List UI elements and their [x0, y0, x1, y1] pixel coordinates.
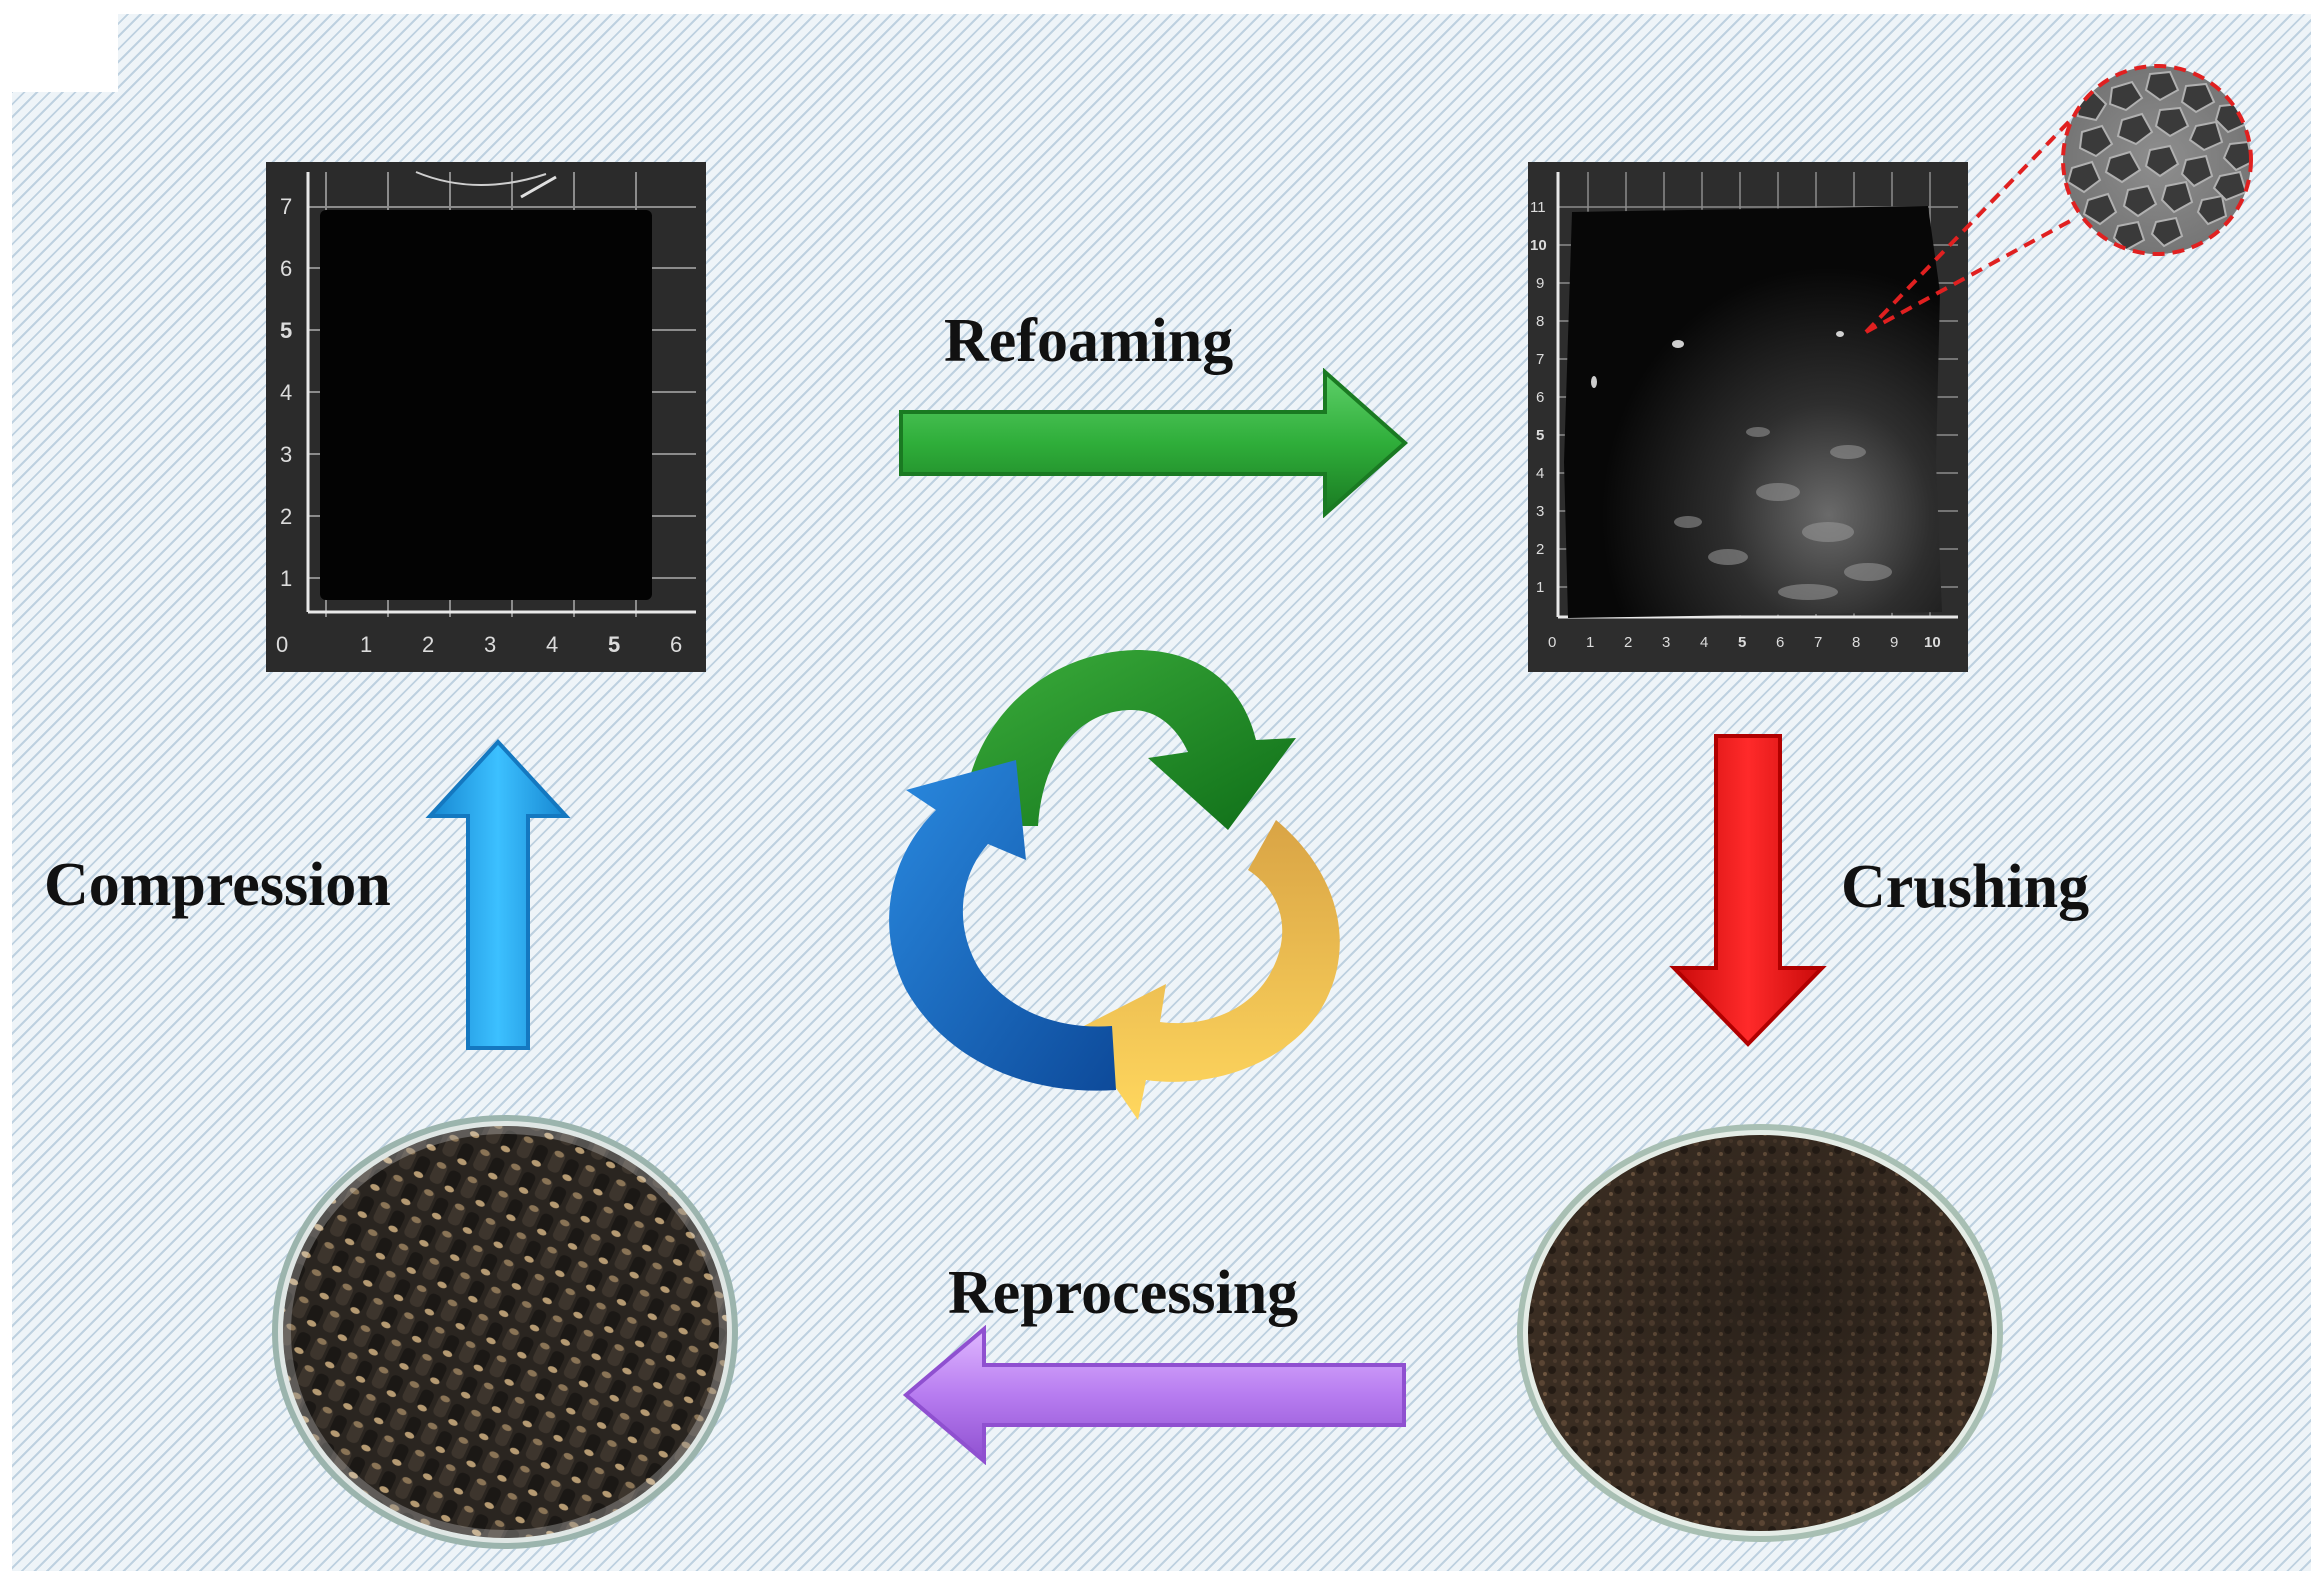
- refoamed-sheet-photo: 0 1 2 3 4 5 6 7 8 9 10 1 2 3 4 5 6 7 8 9…: [1528, 162, 1968, 672]
- ruler-left-y-tick: 1: [280, 566, 292, 591]
- ruler-right-x-tick: 3: [1662, 634, 1670, 651]
- ruler-right-y-tick: 9: [1536, 275, 1544, 292]
- ruler-right-y-tick: 10: [1530, 237, 1547, 254]
- ruler-left-x-tick: 1: [360, 632, 372, 657]
- sem-zoom-callout: [1864, 64, 2253, 334]
- crushing-arrow-down-icon: [1669, 734, 1827, 1047]
- ruler-right-y-tick: 1: [1536, 579, 1544, 596]
- ruler-left-y-tick: 5: [280, 318, 292, 343]
- compression-arrow-up-icon: [425, 739, 571, 1050]
- compression-label: Compression: [44, 851, 391, 919]
- ruler-left-x-tick: 2: [422, 632, 434, 657]
- ruler-right-x-tick: 10: [1924, 634, 1941, 651]
- ruler-left-x-tick: 5: [608, 632, 620, 657]
- ruler-left-y-tick: 3: [280, 442, 292, 467]
- crushed-powder-dish-photo: [1515, 1118, 2005, 1548]
- ruler-right-x-tick: 1: [1586, 634, 1594, 651]
- ruler-right-y-tick: 7: [1536, 351, 1544, 368]
- ruler-right-y-tick: 2: [1536, 541, 1544, 558]
- ruler-left-x-tick: 0: [276, 632, 288, 657]
- granules-dish-photo: [270, 1112, 740, 1552]
- recycle-gold-segment: [1076, 820, 1340, 1120]
- reprocessing-label: Reprocessing: [948, 1259, 1299, 1327]
- refoaming-arrow-right-icon: [899, 368, 1409, 518]
- recycle-green-segment: [962, 650, 1296, 830]
- reprocessing-arrow-left-icon: [902, 1325, 1406, 1465]
- recycle-blue-segment: [889, 760, 1116, 1091]
- ruler-left-y-tick: 6: [280, 256, 292, 281]
- ruler-left-x-tick: 6: [670, 632, 682, 657]
- ruler-left-y-tick: 7: [280, 194, 292, 219]
- ruler-right-x-tick: 2: [1624, 634, 1632, 651]
- ruler-right-x-tick: 4: [1700, 634, 1708, 651]
- zoom-line-lower: [1865, 218, 2073, 334]
- ruler-right-y-tick: 5: [1536, 427, 1544, 444]
- ruler-right-x-tick: 0: [1548, 634, 1556, 651]
- refoaming-label: Refoaming: [944, 307, 1234, 375]
- corner-patch: [0, 0, 118, 92]
- ruler-right-y-tick: 8: [1536, 313, 1544, 330]
- compressed-sheet-photo: 0 1 2 3 4 5 6 1 2 3 4 5 6 7: [266, 162, 706, 672]
- ruler-right-x-tick: 8: [1852, 634, 1860, 651]
- ruler-right-x-tick: 7: [1814, 634, 1822, 651]
- crushing-label: Crushing: [1841, 853, 2090, 921]
- ruler-right-x-tick: 9: [1890, 634, 1898, 651]
- ruler-left-y-tick: 2: [280, 504, 292, 529]
- ruler-right-x-tick: 5: [1738, 634, 1746, 651]
- ruler-left-y-tick: 4: [280, 380, 292, 405]
- ruler-right-y-tick: 6: [1536, 389, 1544, 406]
- ruler-right-y-tick: 3: [1536, 503, 1544, 520]
- magnifier-circle-icon: [2063, 66, 2251, 254]
- ruler-right-x-tick: 6: [1776, 634, 1784, 651]
- ruler-right-y-tick: 4: [1536, 465, 1544, 482]
- ruler-left-x-tick: 4: [546, 632, 558, 657]
- recycle-icon: [889, 650, 1340, 1120]
- zoom-line-upper: [1864, 104, 2086, 334]
- ruler-left-x-tick: 3: [484, 632, 496, 657]
- ruler-right-y-tick: 11: [1530, 199, 1546, 216]
